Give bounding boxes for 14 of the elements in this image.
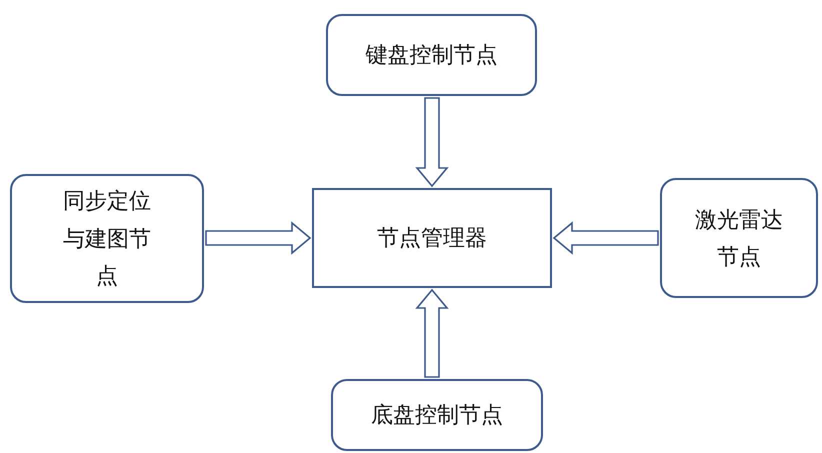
block-arrow (415, 97, 449, 188)
node-box (331, 379, 543, 451)
node-label: 激光雷达节点 (694, 206, 784, 271)
node-label: 节点管理器 (377, 224, 487, 252)
node-box (660, 178, 818, 298)
node-label: 底盘控制节点 (371, 401, 503, 430)
block-arrow (205, 221, 312, 255)
node-label: 同步定位与建图节点 (62, 187, 152, 290)
node-box (312, 188, 552, 288)
node-label: 键盘控制节点 (366, 41, 498, 70)
node-box (10, 174, 204, 303)
block-arrow (552, 221, 659, 255)
block-arrow (415, 288, 449, 378)
node-box (326, 14, 537, 96)
